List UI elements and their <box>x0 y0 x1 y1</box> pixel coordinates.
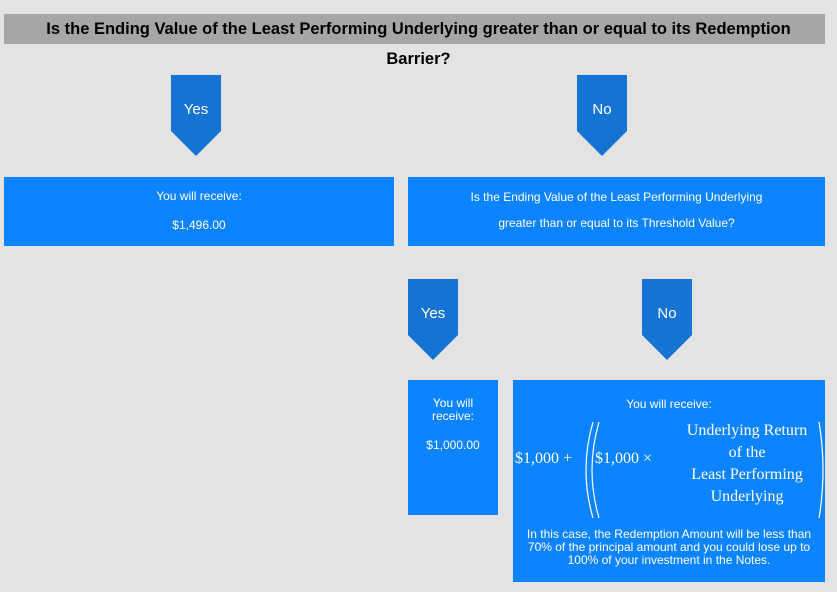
receive-label: You will receive: <box>431 396 475 423</box>
threshold-question-box: Is the Ending Value of the Least Perform… <box>408 177 825 246</box>
receive-label: You will receive: <box>156 189 242 203</box>
question-header: Is the Ending Value of the Least Perform… <box>4 14 825 68</box>
receive-label: You will receive: <box>626 397 712 411</box>
formula-return-fraction: Underlying Return of the Least Performin… <box>671 420 823 508</box>
formula-principal-term: $1,000 + <box>515 450 573 467</box>
loss-outcome-box: You will receive: $1,000 + $1,000 × Unde… <box>513 380 825 582</box>
receive-amount: $1,000.00 <box>426 438 480 452</box>
fraction-line: Least Performing <box>691 466 803 483</box>
no-arrow-2-label: No <box>642 279 692 335</box>
loss-warning-note: In this case, the Redemption Amount will… <box>526 527 812 567</box>
arrow-head <box>642 335 692 360</box>
no-arrow-1-label: No <box>577 75 627 131</box>
yes-outcome-box-1: You will receive: $1,496.00 <box>4 177 394 246</box>
yes-arrow-1-label: Yes <box>171 75 221 131</box>
yes-outcome-box-2: You will receive: $1,000.00 <box>408 380 498 515</box>
formula-parentheses <box>585 421 824 519</box>
redemption-formula: $1,000 + $1,000 × Underlying Return of t… <box>513 420 825 520</box>
formula-multiplier-term: $1,000 × <box>595 450 653 467</box>
fraction-line: Underlying <box>710 488 784 505</box>
threshold-question-line2: greater than or equal to its Threshold V… <box>498 216 735 230</box>
arrow-head <box>408 335 458 360</box>
threshold-question-line1: Is the Ending Value of the Least Perform… <box>470 190 763 204</box>
yes-arrow-2-label: Yes <box>408 279 458 335</box>
arrow-head <box>577 131 627 156</box>
fraction-line: Underlying Return <box>686 422 808 439</box>
receive-amount: $1,496.00 <box>172 218 226 232</box>
fraction-line: of the <box>728 444 766 461</box>
arrow-head <box>171 131 221 156</box>
